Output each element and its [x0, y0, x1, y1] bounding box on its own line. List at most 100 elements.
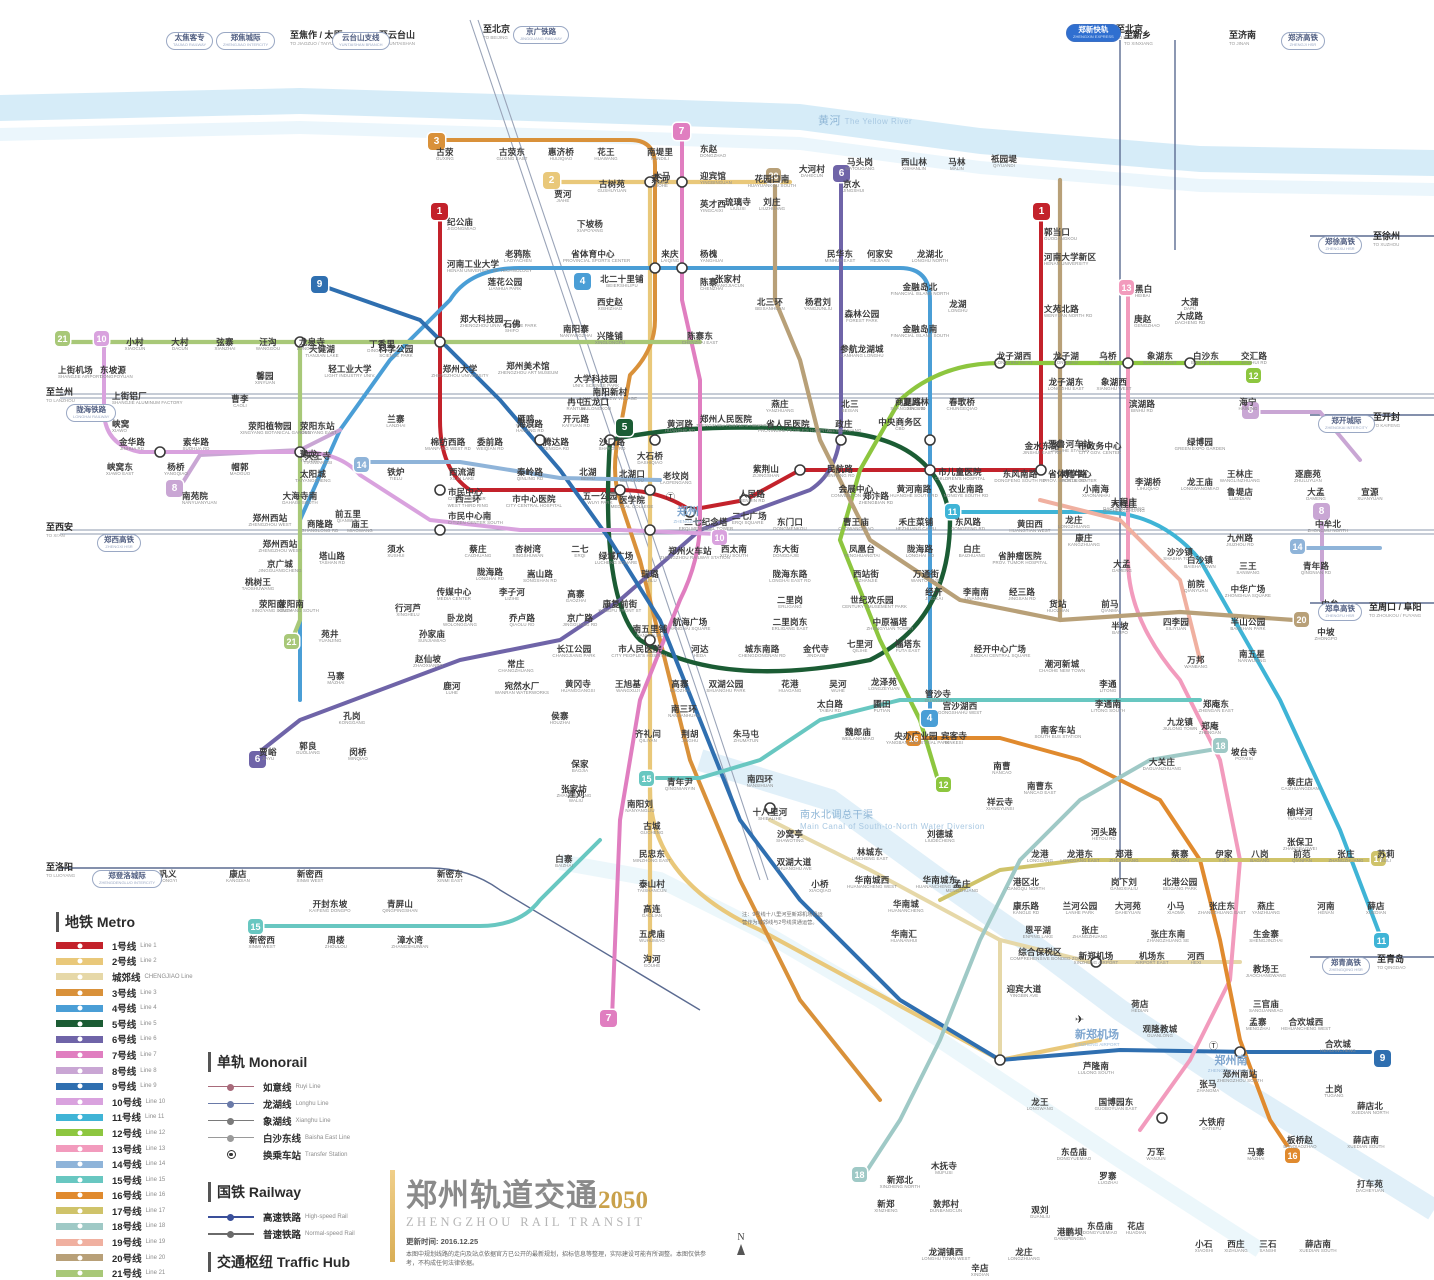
traffic-hub-label[interactable]: 新郑机场Xinzheng Airport [1061, 1026, 1133, 1047]
line-badge-4[interactable]: 4 [574, 273, 591, 290]
line-badge-2[interactable]: 2 [543, 172, 560, 189]
line-badge-16[interactable]: 16 [906, 731, 921, 746]
line-badge-17[interactable]: 17 [1371, 851, 1386, 866]
line-badge-7[interactable]: 7 [673, 123, 690, 140]
line-badge-10[interactable]: 10 [712, 530, 727, 545]
line-badge-18[interactable]: 18 [1213, 738, 1228, 753]
line-badge-18[interactable]: 18 [852, 1167, 867, 1182]
